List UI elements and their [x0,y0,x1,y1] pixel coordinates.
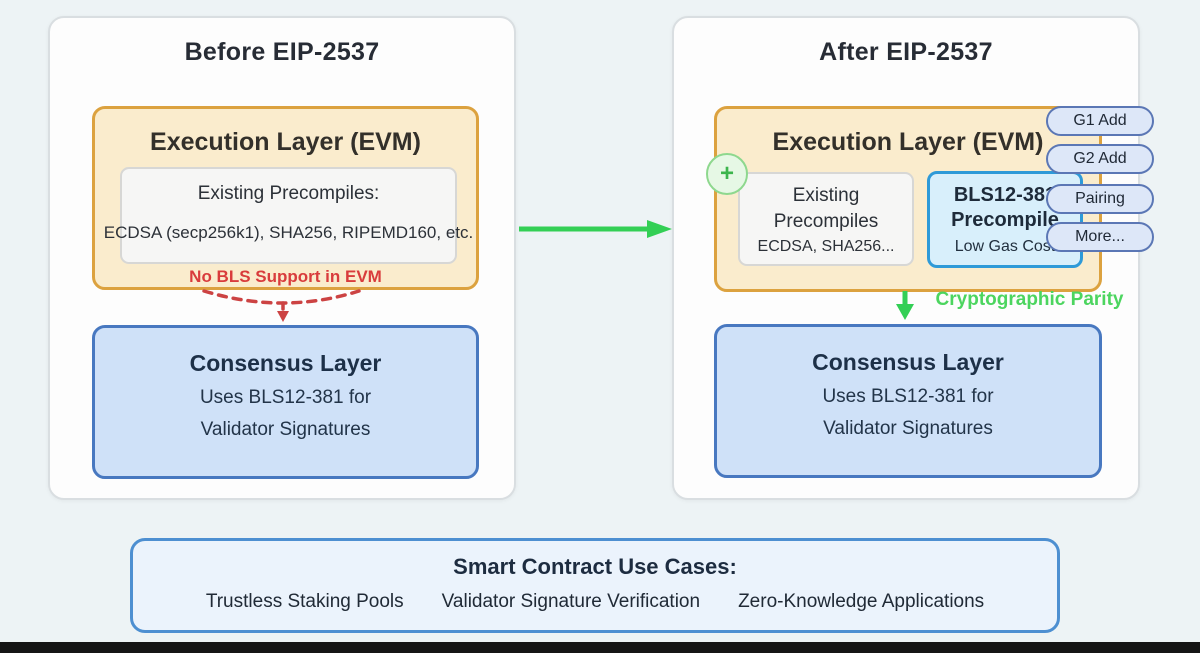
before-title: Before EIP-2537 [184,38,380,66]
after-panel: After EIP-2537 Execution Layer (EVM) Exi… [672,16,1140,500]
bls-line2: Precompile [951,209,1059,231]
cryptographic-parity-label: Cryptographic Parity [935,289,1124,310]
use-case-item: Trustless Staking Pools [205,591,404,612]
use-case-item: Validator Signature Verification [441,591,701,612]
existing-line2: Precompiles [773,211,879,232]
plus-icon: + [706,153,748,195]
existing-precompiles-heading: Existing Precompiles: [197,183,380,204]
use-cases-items: Trustless Staking Pools Validator Signat… [133,591,1057,613]
smart-contract-use-cases-box: Smart Contract Use Cases: Trustless Stak… [130,538,1060,633]
consensus-layer-title: Consensus Layer [189,350,382,376]
existing-precompiles-list: ECDSA (secp256k1), SHA256, RIPEMD160, et… [103,223,474,242]
existing-precompiles-box: Existing Precompiles ECDSA, SHA256... [738,172,914,266]
existing-line3: ECDSA, SHA256... [757,238,895,255]
after-consensus-layer-box: Consensus Layer Uses BLS12-381 for Valid… [714,324,1102,478]
pill-pairing: Pairing [1046,184,1154,214]
execution-layer-title: Execution Layer (EVM) [772,128,1044,156]
no-bls-support-label: No BLS Support in EVM [189,267,382,286]
pill-g1-add: G1 Add [1046,106,1154,136]
use-case-item: Zero-Knowledge Applications [738,591,985,612]
consensus-line1: Uses BLS12-381 for [822,386,994,407]
before-panel: Before EIP-2537 Execution Layer (EVM) Ex… [48,16,516,500]
bls-line3: Low Gas Cost [954,238,1056,255]
existing-line1: Existing [792,185,860,206]
consensus-line2: Validator Signatures [823,418,993,439]
green-arrow-right-icon [519,220,672,238]
after-execution-layer-box: Execution Layer (EVM) Existing Precompil… [714,106,1102,292]
use-cases-title: Smart Contract Use Cases: [453,554,737,579]
bls-line1: BLS12-381 [953,184,1057,206]
pill-more: More... [1046,222,1154,252]
consensus-line2: Validator Signatures [200,419,371,440]
consensus-line1: Uses BLS12-381 for [199,387,372,408]
pill-g2-add: G2 Add [1046,144,1154,174]
after-title: After EIP-2537 [819,38,993,66]
consensus-layer-title: Consensus Layer [812,349,1004,375]
before-consensus-layer-box: Consensus Layer Uses BLS12-381 for Valid… [92,325,479,479]
execution-layer-title: Execution Layer (EVM) [150,128,421,156]
existing-precompiles-box: Existing Precompiles: ECDSA (secp256k1),… [104,167,473,264]
before-execution-layer-box: Execution Layer (EVM) Existing Precompil… [92,106,479,290]
bottom-letterbox-bar [0,642,1200,653]
